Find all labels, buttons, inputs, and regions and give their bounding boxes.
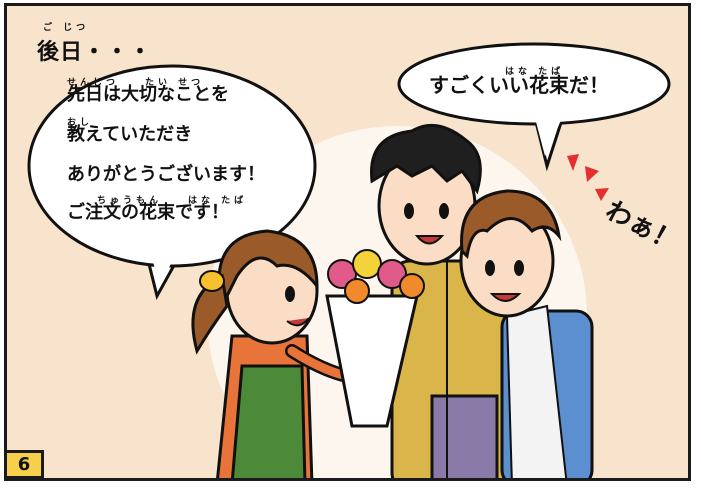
man-right [459,189,594,478]
right-text: すごくいい花束だ！ [429,73,609,97]
line-4-text: ご注文の花束です！ [67,202,229,223]
left-bubble-line-4: ちゅうもん はな たば ご注文の花束です！ [67,196,243,223]
caption-ruby: ご じつ [43,23,90,33]
caption-text: 後日・・・ [37,40,153,65]
florist-woman [191,229,389,478]
panel-number-badge: 6 [4,450,44,479]
flower-bouquet [325,249,425,428]
ruby-1: せんじつ たい せつ [67,78,205,88]
left-bubble-line-3: ありがとうございます！ [67,166,265,184]
caption: ご じつ 後日・・・ [37,23,153,66]
illustration [27,42,671,478]
left-speech-bubble [27,64,317,301]
man-center [370,123,509,478]
left-bubble-line-2: おし 教えていただき [67,118,193,145]
line-1-text: 先日は大切なことを [67,84,229,105]
ruby-4: ちゅうもん はな たば [97,196,248,206]
right-bubble-text: はな たば すごくいい花束だ！ [429,67,609,97]
line-2-text: 教えていただき [67,124,193,145]
right-ruby: はな たば [505,67,565,77]
left-bubble-line-1: せんじつ たい せつ 先日は大切なことを [67,78,229,105]
line-3-text: ありがとうございます！ [67,164,265,185]
right-speech-bubble [397,42,671,172]
ruby-2: おし [67,118,94,128]
emphasis-marks [567,154,609,201]
comic-panel: ご じつ 後日・・・ せんじつ たい せつ 先日は大切なことを おし 教えていた… [4,3,691,481]
